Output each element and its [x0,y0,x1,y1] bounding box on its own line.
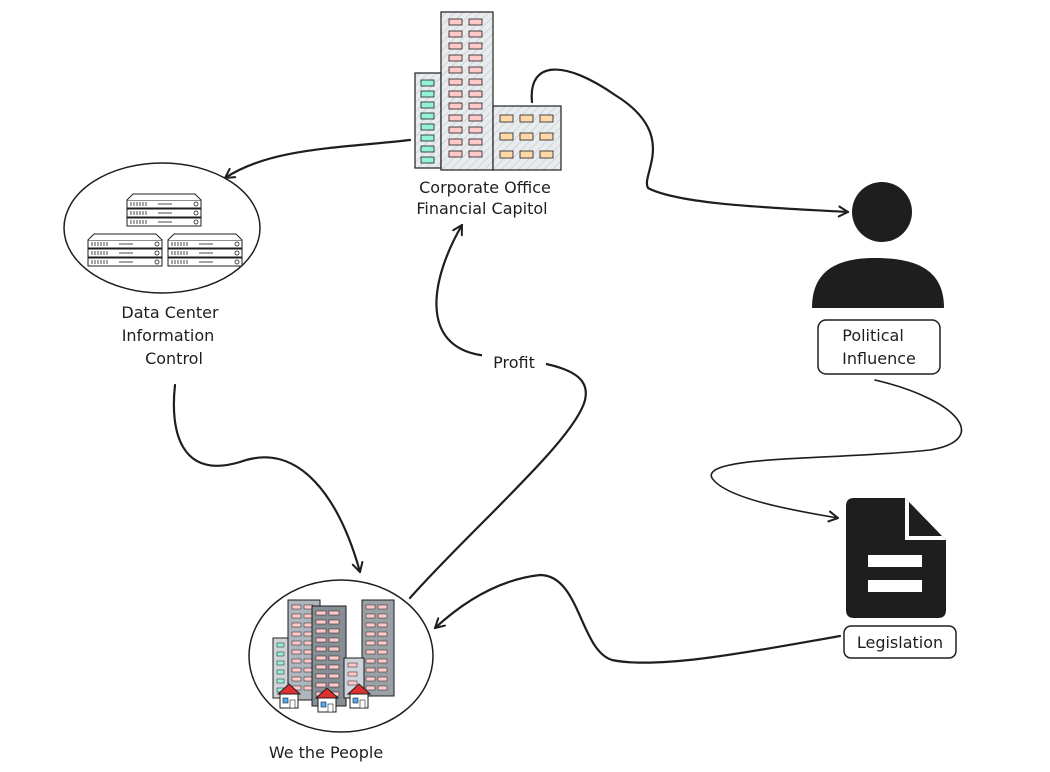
edge-people-to-corporate [408,223,587,600]
legislation-label-box [843,625,957,659]
legislation-label: Legislation [857,633,943,652]
corporate-label-line1: Corporate Office [419,178,551,197]
data-center-ellipse [63,162,261,294]
connectors [172,68,963,664]
political-label-box [817,319,941,375]
datacenter-label-line1: Data Center [121,303,219,322]
we-the-people-node: We the People [248,579,434,762]
profit-label-bg [482,350,546,374]
person-icon [812,182,944,308]
edge-datacenter-to-people [172,383,364,574]
edge-political-to-legislation [710,379,963,523]
server-rack-icon [87,193,243,267]
people-label: We the People [269,743,383,762]
datacenter-label-line2: Information [122,326,215,345]
city-buildings-icon [272,599,395,713]
edge-corporate-to-political [530,68,850,218]
political-label-line1: Political [842,326,904,345]
datacenter-label-line3: Control [145,349,203,368]
document-icon [846,498,946,618]
corporate-windows [420,18,554,164]
edge-label-profit: Profit [493,353,535,372]
corporate-label-line2: Financial Capitol [416,199,547,218]
political-label-line2: Influence [842,349,916,368]
data-center-node: Data Center Information Control [63,162,261,368]
legislation-node: Legislation [843,498,957,659]
corporate-office-node: Corporate Office Financial Capitol [414,11,562,218]
edge-legislation-to-people [433,573,842,664]
corporate-building-icon [414,11,562,171]
edge-corporate-to-datacenter [223,138,412,180]
political-influence-node: Political Influence [812,182,944,375]
